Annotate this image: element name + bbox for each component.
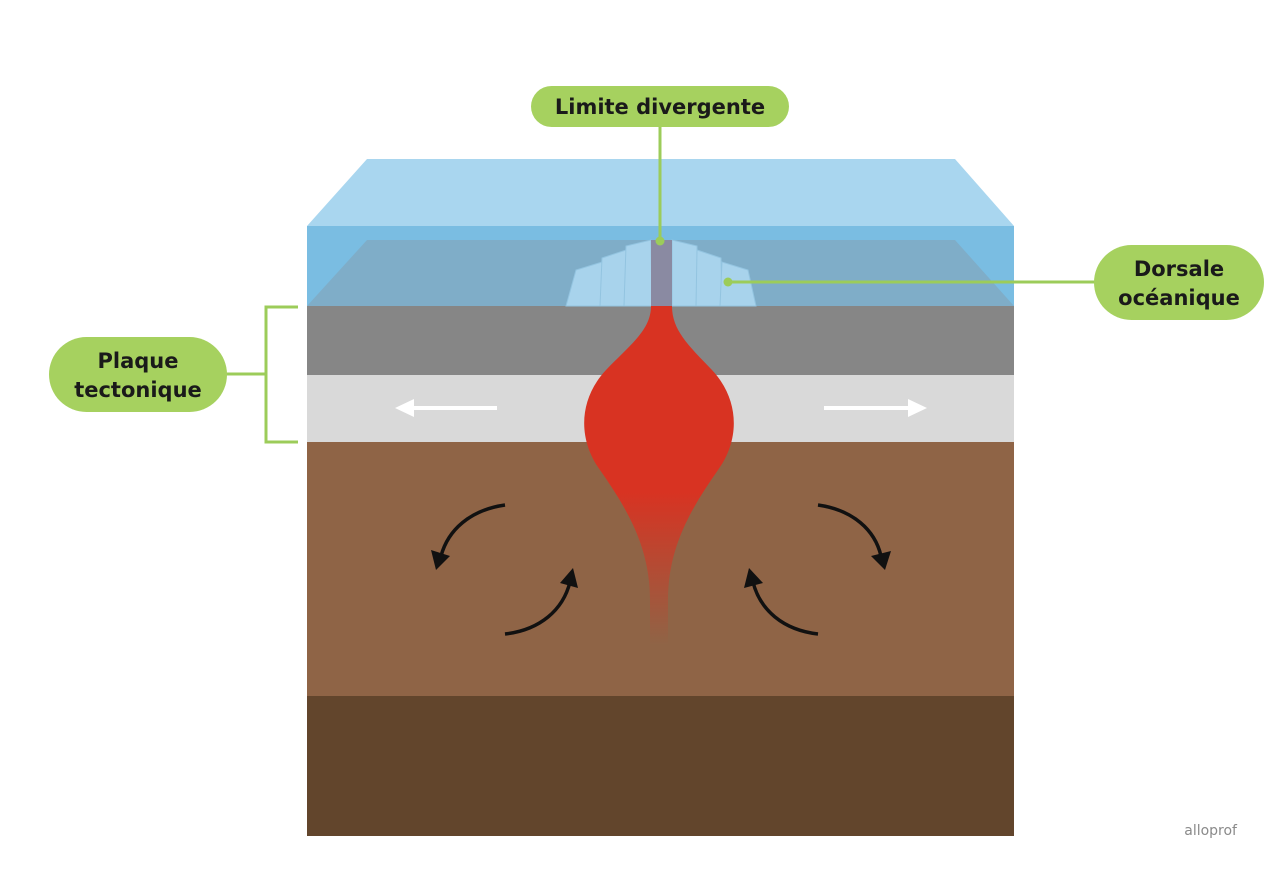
curved-arrow-icon (751, 581, 819, 636)
curved-arrow-icon (817, 503, 883, 557)
ocean-ridge-label-line2: océanique (1118, 286, 1240, 310)
curved-arrow-icon-head-3 (871, 551, 891, 570)
divergent-boundary-bubble (531, 86, 789, 127)
tectonic-plate-bracket (220, 305, 298, 444)
tectonic-plate-label-line2: tectonique (74, 378, 202, 402)
divergent-boundary-connector-dot (655, 236, 665, 246)
alloprof-logo: alloprof (1184, 823, 1238, 839)
ridge-blocks-right (671, 239, 757, 307)
arrow-left-icon (395, 399, 497, 417)
lower-mantle-layer (307, 695, 1014, 836)
tectonic-plate-label-line1: Plaque (98, 349, 179, 373)
curved-arrow-icon (439, 503, 506, 557)
curved-arrow-icon (504, 581, 572, 636)
curved-arrow-icon-head-1 (431, 550, 450, 570)
ocean-ridge-connector-dot (723, 277, 733, 287)
tectonic-plate-bubble (49, 337, 227, 412)
curved-arrow-icon-head-2 (560, 568, 578, 588)
rift-gap (651, 240, 672, 306)
ocean-ridge-bubble (1094, 245, 1264, 320)
arrow-right-icon (824, 399, 927, 417)
ocean-ridge-label-line1: Dorsale (1134, 257, 1224, 281)
magma-plume (584, 306, 734, 645)
divergent-boundary-label: Limite divergente (555, 95, 765, 119)
curved-arrow-icon-head-4 (744, 568, 763, 588)
